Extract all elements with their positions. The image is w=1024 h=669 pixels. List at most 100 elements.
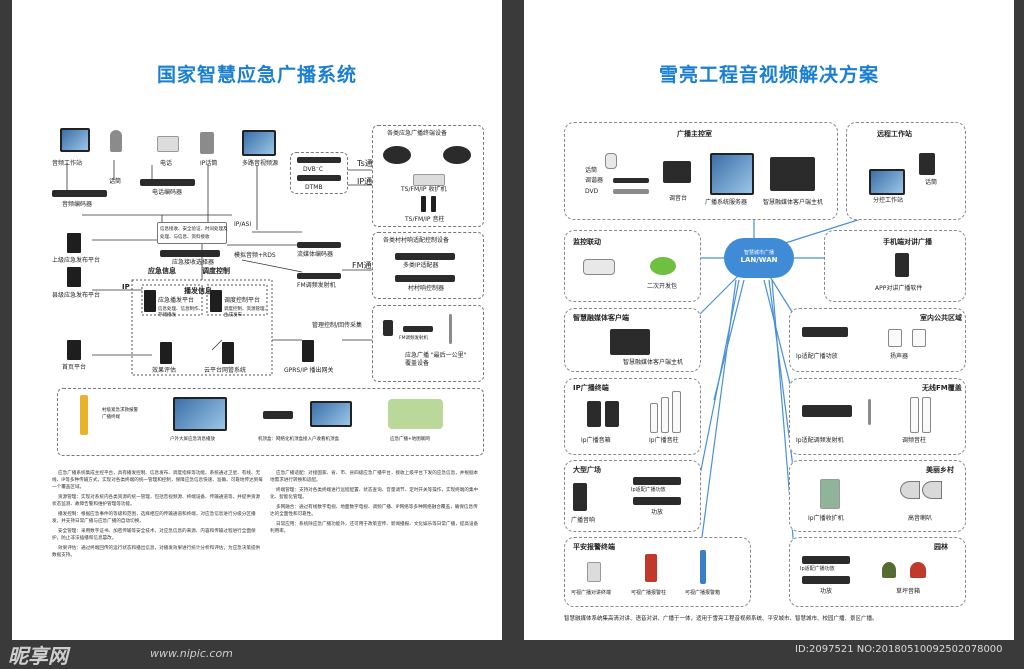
remote-mic-label: 话筒	[925, 179, 938, 186]
mic-icon	[605, 153, 617, 169]
stb-tv-label: 机顶盒：网络化机顶盒接入户收看机顶盒	[258, 437, 339, 442]
alarm-title: 平安报警终端	[573, 543, 615, 551]
fm-antenna-icon	[868, 399, 871, 425]
paragraph: 效果评估：通过终端回传的运行状态和播出信息，对播发效果进行统计分析和评估，为应急…	[52, 546, 261, 558]
mobile-phone-icon	[383, 320, 393, 336]
watermark-logo: 昵享网	[8, 644, 68, 668]
column-speaker-icon-2	[431, 196, 436, 212]
server-icon	[710, 153, 754, 195]
alarm-1-label: 可视广播对讲终端	[571, 590, 612, 596]
speaker-label: 扬声器	[890, 353, 909, 360]
paragraph: 终端管理：支持对各类终端进行远程配置、状态查询、音量调节、定时开关等操作，实现终…	[270, 488, 479, 500]
cloud-mgmt-server-icon	[222, 342, 234, 364]
alarm-column-icon	[645, 554, 657, 582]
set-top-box-icon	[263, 411, 293, 419]
park-amp-icon	[802, 576, 850, 584]
fm-transmitter-icon	[403, 326, 433, 332]
control-platform-label: 调度控制平台	[224, 297, 261, 304]
column-speaker-icon-1	[421, 196, 426, 212]
control-platform-sub-2: 生成发布	[224, 313, 242, 318]
smart-host-label: 智慧融媒体客户端主机	[763, 199, 824, 206]
remote-workstation: 远程工作站 话筒 分控工作站	[846, 122, 966, 220]
transmit-tower-icon	[449, 314, 452, 344]
right-title: 雪亮工程音视频解决方案	[658, 64, 879, 86]
ip-receiver-icon	[820, 479, 840, 509]
fm-cover-title: 无线FM覆盖	[922, 384, 962, 392]
cloud-subtitle: LAN/WAN	[740, 256, 778, 264]
receiver-panel-text-1: 信息接收、安全验证、时间处理及	[160, 227, 228, 232]
square-speaker-icon	[573, 483, 587, 511]
sub-station-label: 分控工作站	[873, 197, 904, 204]
left-page: 国家智慧应急广播系统 音频工作站 话筒 音频编码器 电话 电话编码器 IP话筒 …	[12, 0, 502, 640]
dvb-group: DVB⁻C DTMB	[290, 152, 348, 194]
upper-platform-icon	[67, 233, 81, 253]
master-control-title: 广播主控室	[677, 130, 712, 138]
ip-column-icon-1	[650, 403, 658, 433]
fm-transmitter-label: FM调频发射机	[399, 336, 428, 341]
phone-encoder-label: 电话编码器	[152, 189, 183, 196]
park-adapter-icon	[802, 556, 850, 564]
dvd-label: DVD	[585, 188, 599, 195]
village-controller-label: 村村响控制器	[408, 285, 445, 292]
tuner-icon	[613, 178, 649, 183]
receiver-panel: 信息接收、安全验证、时间处理及 处理、与信息、资料接收	[157, 222, 228, 244]
emergency-info-label: 应急信息	[148, 267, 176, 275]
wall-speaker-icon-1	[888, 329, 902, 347]
mobile-title: 手机端对讲广播	[883, 238, 932, 246]
mic-label: 话筒	[585, 167, 598, 174]
stream-encoder-icon	[297, 242, 341, 248]
indoor-amp-label: Ip适配广播功放	[796, 353, 838, 360]
fm-channel-label: FM通道	[352, 261, 380, 270]
paragraph: 多网融合：通过有线数字电视、地面数字电视、调频广播、IP网络等多种网络融合覆盖，…	[270, 505, 478, 517]
multimedia-source-label: 多路音视频源	[242, 160, 279, 167]
mic-label: 话筒	[109, 178, 122, 185]
horn-icon-2	[922, 481, 942, 499]
remote-title: 远程工作站	[877, 130, 912, 138]
fm-adapter-label: FM调频发射机	[297, 282, 336, 289]
ts-channel-label: Ts通道	[357, 159, 381, 168]
effect-eval-server-icon	[160, 342, 172, 364]
client-host-icon	[610, 329, 650, 355]
last-mile-label: 应急广播 "最后一公里"	[405, 352, 467, 359]
antenna-dish-icon	[383, 146, 411, 164]
terminal-group: 各类应急广播终端设备 TS/FM/IP 收扩机 TS/FM/IP 音柱	[372, 125, 484, 227]
park-amp-label: 功放	[820, 588, 833, 595]
square-speaker-label: 广播音响	[571, 517, 596, 524]
ip-phone-label: IP话筒	[200, 160, 218, 167]
stream-encoder-label: 流媒体编码器	[297, 251, 334, 258]
paragraph: 应急广播系统集成主控平台，具有播发控制、信息发布、调度指挥等功能。系统通过卫星、…	[52, 471, 263, 490]
broadcast-info-label: 播发信息	[184, 287, 212, 295]
receiver-box-label: 应急接收选择器	[172, 259, 215, 266]
park-adapter-label: Ip适配广播功放	[800, 566, 835, 572]
emergency-platform-label: 应急播发平台	[158, 297, 195, 304]
outdoor-screen-label: 户外大屏应急消息播放	[170, 437, 215, 442]
map-label: 应急广播+地图联网	[390, 437, 430, 442]
alarm-box-icon	[700, 550, 706, 584]
paragraph: 安全管理：采用数字证书、加密传输等安全技术，对应急信息的来源、内容和传输过程进行…	[52, 529, 256, 541]
tv-icon	[310, 401, 352, 427]
receiver-amp-icon	[413, 174, 445, 186]
paragraph: 播发控制：根据应急事件的等级和范围，选择相应的传输通道和终端，对应急信息进行分级…	[52, 512, 256, 524]
lan-wan-cloud-icon: 智慧城市广播 LAN/WAN	[724, 238, 794, 278]
left-description-column-2: 应急广播适配：对接国家、省、市、县四级应急广播平台，接收上级平台下发的应急信息，…	[270, 470, 482, 538]
dtmb-device-icon	[297, 175, 341, 181]
monitor-box: 监控联动 二次开发包	[564, 230, 701, 302]
emergency-platform-sub-2: 存储播发	[158, 313, 176, 318]
right-footer-note: 智慧融媒体系统集高清对讲、语音对讲、广播于一体，适用于雪亮工程音视频系统、平安城…	[564, 616, 878, 622]
ip-box-speaker-icon-1	[587, 401, 601, 427]
upper-platform-label: 上级应急发布平台	[52, 257, 101, 264]
smart-client-box: 智慧融媒体客户端 智慧融媒体客户端主机	[564, 308, 701, 372]
gprs-gateway-label: GPRS/IP 播出网关	[284, 367, 334, 374]
ts-fm-ip-receiver-label: TS/FM/IP 收扩机	[401, 186, 447, 193]
cloud-mgmt-label: 云平台网管系统	[204, 367, 247, 374]
mgmt-control-label: 管理控制/回传采集	[312, 322, 363, 329]
terminal-group-title: 各类应急广播终端设备	[387, 130, 448, 137]
left-description-column-1: 应急广播系统集成主控平台，具有播发控制、信息发布、调度指挥等功能。系统通过卫星、…	[52, 470, 264, 562]
smart-client-title: 智慧融媒体客户端	[573, 314, 629, 322]
ip-label: IP	[122, 283, 130, 291]
visual-intercom-icon	[587, 562, 601, 582]
control-platform-server-icon	[210, 290, 222, 312]
audio-encoder-label: 音频编码器	[62, 201, 93, 208]
gprs-gateway-icon	[302, 340, 314, 362]
ip-box-label: Ip广播音箱	[581, 437, 611, 444]
